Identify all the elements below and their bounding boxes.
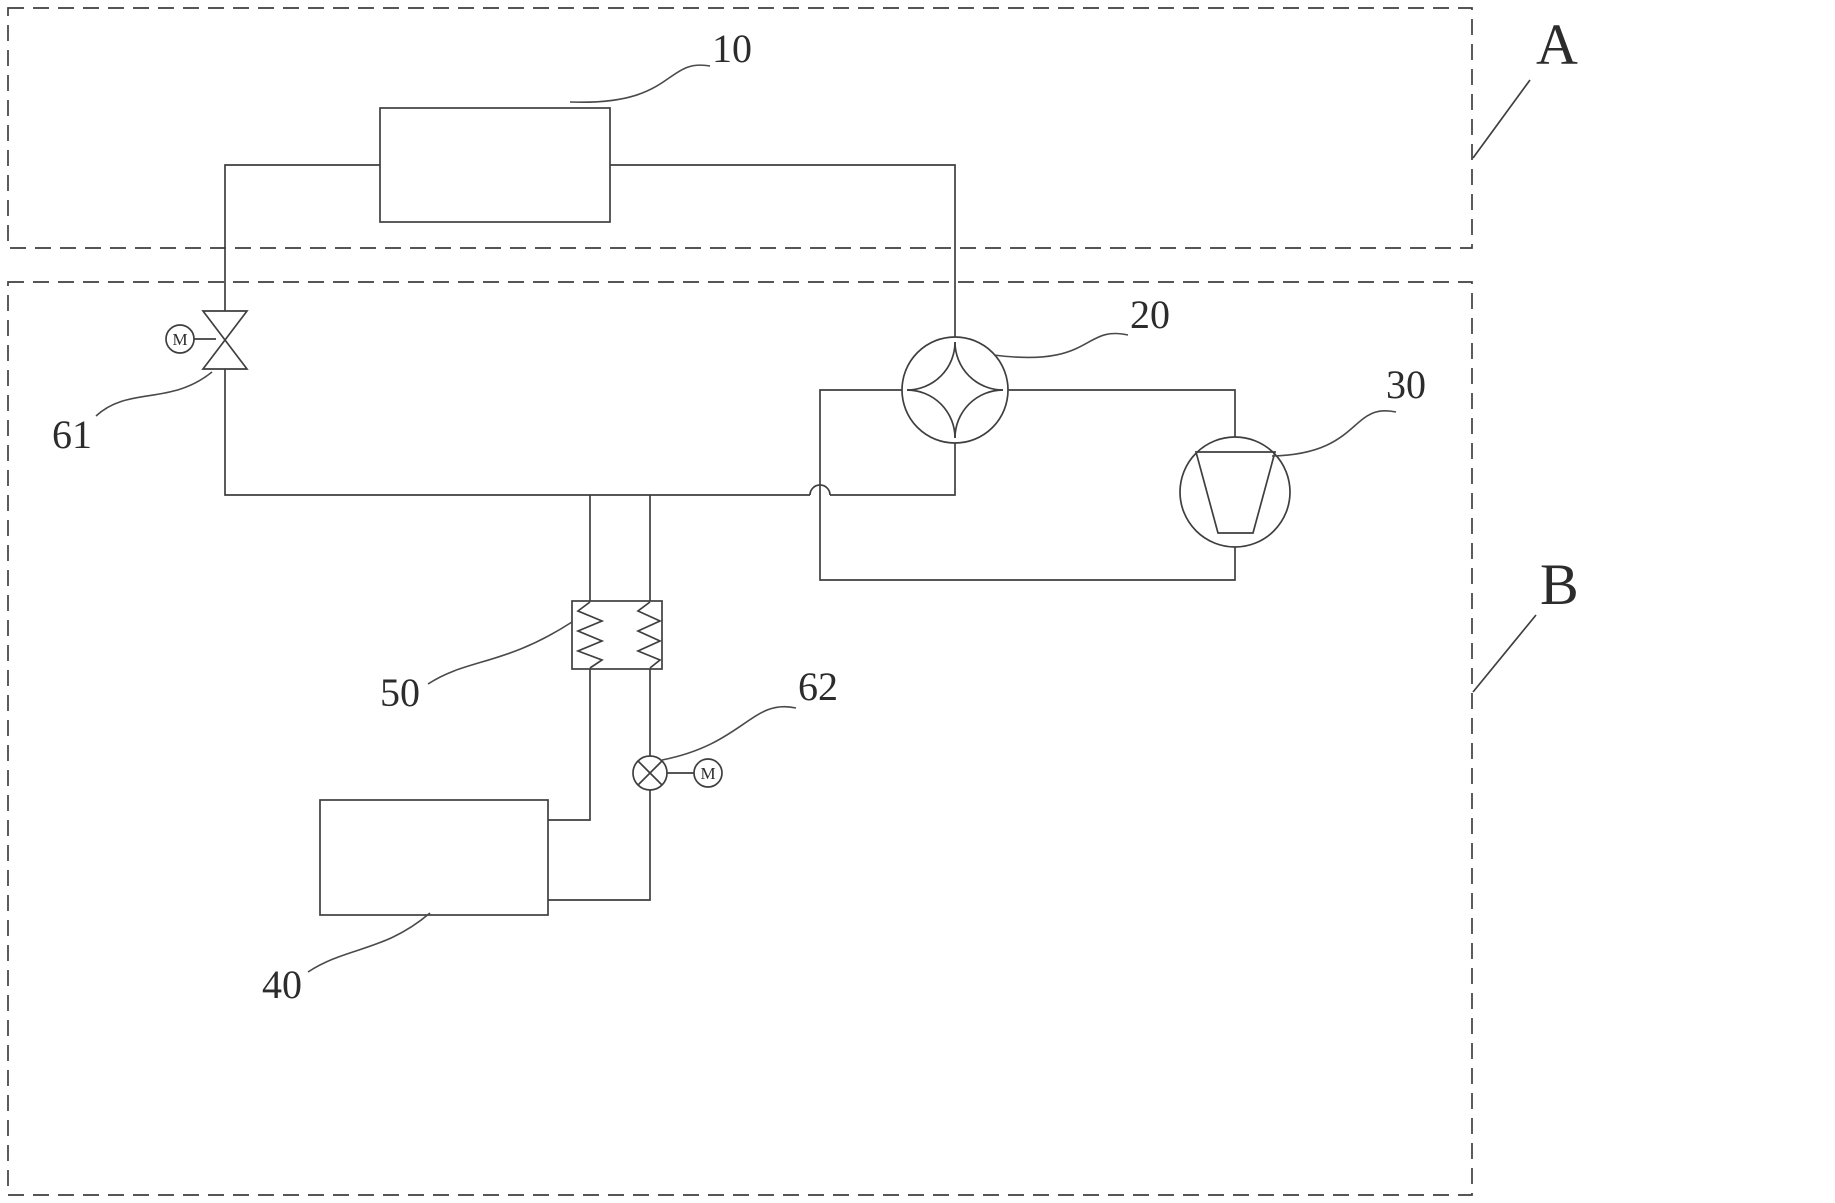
- leader-10: [569, 64, 711, 103]
- label-10: 10: [712, 26, 752, 71]
- reference-labels: 10 20 30 40 50 61 62 A B: [52, 12, 1579, 1007]
- valve20-arc-ne: [954, 341, 1004, 391]
- component-40-outdoor-heat-exchanger: [319, 799, 549, 916]
- valve62-cross-2: [637, 760, 663, 786]
- pipe-hx50-to-comp40-upper: [548, 669, 591, 821]
- component-50-intermediate-heat-exchanger: [571, 600, 663, 670]
- pipe-horizontal-to-valve20-bottom: [830, 443, 956, 496]
- label-20: 20: [1130, 292, 1170, 337]
- label-50: 50: [380, 670, 420, 715]
- comp10-body: [379, 107, 611, 223]
- valve62-motor-label: M: [700, 764, 715, 783]
- valve20-arc-nw: [906, 341, 956, 391]
- pipe-valve62-to-comp40-lower: [548, 790, 651, 901]
- region-a-boundary: [7, 7, 1531, 249]
- valve62-motor-circle: [693, 758, 723, 788]
- component-10-indoor-heat-exchanger: [379, 107, 611, 223]
- leader-50: [427, 621, 573, 685]
- leader-62: [661, 705, 797, 761]
- label-region-a: A: [1536, 12, 1578, 77]
- valve20-arc-sw: [906, 389, 956, 439]
- leader-40: [307, 912, 431, 973]
- label-30: 30: [1386, 362, 1426, 407]
- component-30-compressor: [1179, 436, 1291, 548]
- valve-61-assembly: M: [165, 310, 249, 370]
- valve61-motor-label: M: [172, 330, 187, 349]
- label-40: 40: [262, 962, 302, 1007]
- leader-lines: [95, 64, 1397, 973]
- compressor-body: [1179, 436, 1291, 548]
- valve20-body: [901, 336, 1009, 444]
- pipe-valve61-to-horizontal: [224, 369, 810, 496]
- region-a-dashed-box: [7, 7, 1473, 249]
- valve61-triangle-top: [201, 310, 249, 342]
- valve20-arc-se: [954, 389, 1004, 439]
- valve61-triangle-bottom: [201, 338, 249, 370]
- valve-62-assembly: M: [632, 755, 723, 791]
- piping: [224, 164, 1236, 901]
- leader-61: [95, 371, 213, 417]
- label-61: 61: [52, 412, 92, 457]
- region-b-dashed-box: [7, 281, 1473, 1196]
- comp50-zigzag-left: [575, 601, 605, 669]
- compressor-trapezoid: [1194, 451, 1277, 534]
- leader-20: [993, 332, 1129, 359]
- region-a-pointer-line: [1472, 79, 1531, 159]
- pipe-valve20-left-to-compressor-bottom: [819, 389, 1236, 581]
- comp40-body: [319, 799, 549, 916]
- region-b-boundary: [7, 281, 1537, 1196]
- pipe-valve20-right-to-compressor-top: [1008, 389, 1236, 437]
- label-62: 62: [798, 664, 838, 709]
- pipe-comp10-to-valve61: [224, 164, 380, 311]
- label-region-b: B: [1540, 552, 1579, 617]
- valve61-motor-circle: [165, 324, 195, 354]
- pipe-comp10-to-valve20-top: [610, 164, 956, 337]
- comp50-zigzag-right: [635, 601, 663, 669]
- leader-30: [1271, 409, 1397, 457]
- component-20-four-way-valve: [901, 336, 1009, 444]
- region-b-pointer-line: [1472, 614, 1537, 693]
